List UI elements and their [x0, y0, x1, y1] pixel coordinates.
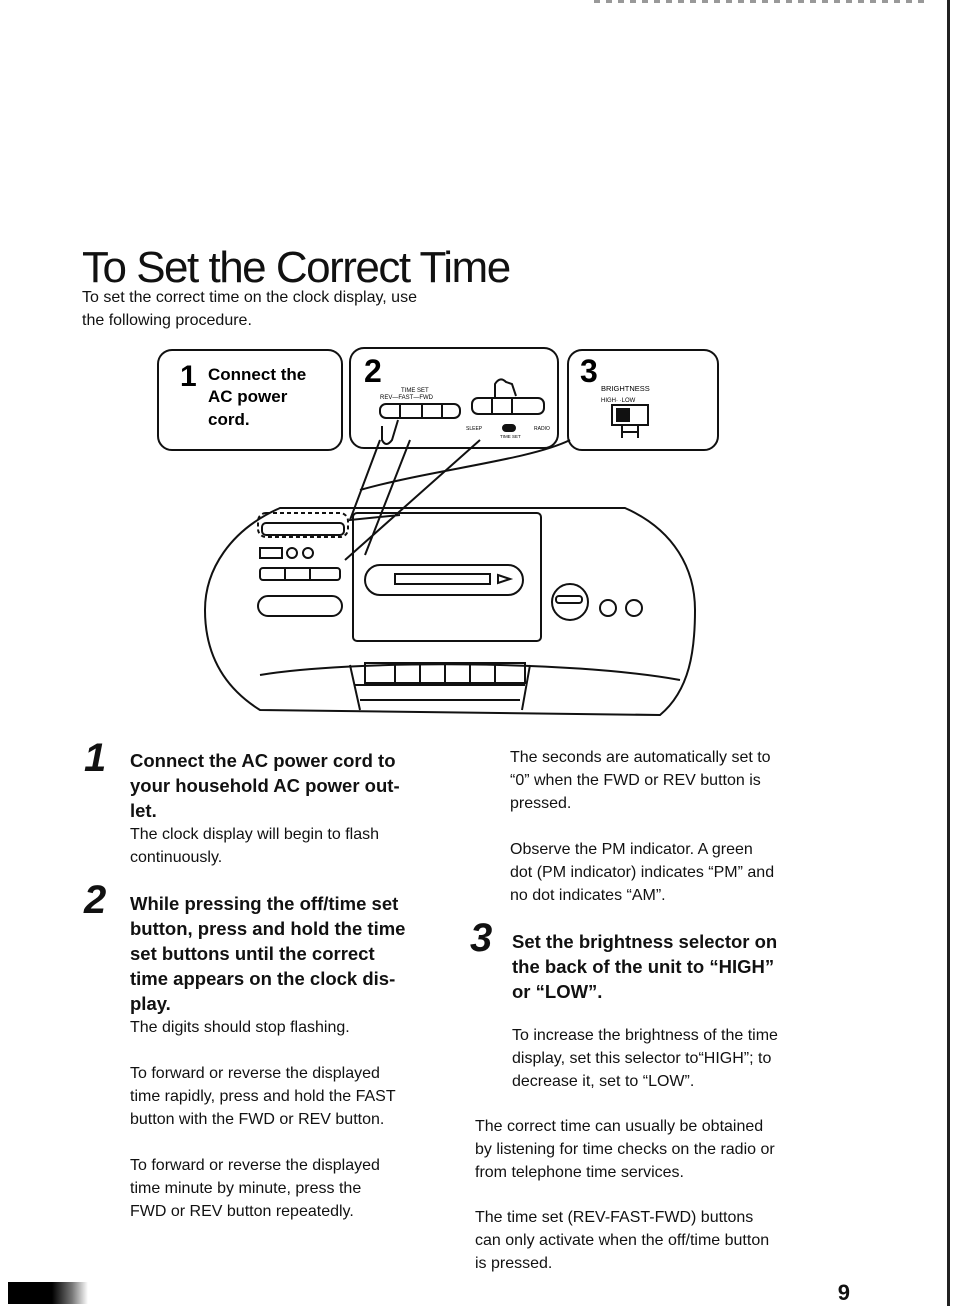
- step-3-heading-line: the back of the unit to “HIGH”: [512, 956, 775, 977]
- callout-3-box: [567, 349, 719, 451]
- seconds-note-line: pressed.: [510, 795, 572, 812]
- step-2-text-line: To forward or reverse the displayed: [130, 1157, 380, 1174]
- step-3-text-line: decrease it, set to “LOW”.: [512, 1073, 695, 1090]
- time-set-small-label: TIME SET: [500, 434, 521, 439]
- step-2-text-line: FWD or REV button repeatedly.: [130, 1203, 354, 1220]
- sleep-label: SLEEP: [466, 426, 483, 432]
- cassette-door: [352, 512, 542, 642]
- callout-leader-lines: [344, 439, 481, 561]
- page-title: To Set the Correct Time: [82, 243, 511, 293]
- scan-edge-marks: [594, 0, 924, 3]
- time-set-label: TIME SET: [401, 388, 429, 394]
- time-check-tip: The correct time can usually be obtained…: [475, 1115, 835, 1184]
- volume-knob: [551, 583, 589, 621]
- callout-1-box: [157, 349, 343, 451]
- step-2-heading-line: button, press and hold the time: [130, 918, 406, 939]
- seconds-note-line: The seconds are automatically set to: [510, 749, 771, 766]
- tip-line: can only activate when the off/time butt…: [475, 1232, 770, 1249]
- brightness-label: BRIGHTNESS: [601, 384, 650, 393]
- step-3: Set the brightness selector on the back …: [512, 929, 832, 1093]
- callout-2-number: 2: [364, 353, 382, 389]
- step-3-text-line: To increase the brightness of the time: [512, 1027, 778, 1044]
- tuner-dial: [257, 595, 343, 617]
- callout-3-number: 3: [580, 353, 598, 389]
- step-2-heading-line: play.: [130, 993, 171, 1014]
- step-2-text-line: time rapidly, press and hold the FAST: [130, 1088, 396, 1105]
- tip-line: by listening for time checks on the radi…: [475, 1141, 775, 1158]
- page-edge-rule: [947, 0, 950, 1306]
- step-1-heading-line: let.: [130, 800, 157, 821]
- pm-note-line: dot (PM indicator) indicates “PM” and: [510, 864, 775, 881]
- intro-text: To set the correct time on the clock dis…: [82, 289, 417, 329]
- radio-label: RADIO: [534, 426, 550, 432]
- boombox-body: [203, 507, 697, 717]
- scan-artifact: [8, 1282, 88, 1304]
- step-1-heading-line: your household AC power out-: [130, 775, 400, 796]
- page-number: 9: [837, 1280, 850, 1305]
- pm-note-line: no dot indicates “AM”.: [510, 887, 666, 904]
- step-3-heading-line: or “LOW”.: [512, 981, 603, 1002]
- step-3-text-line: display, set this selector to“HIGH”; to: [512, 1050, 772, 1067]
- finger-press-side: [381, 419, 399, 445]
- tip-line: The correct time can usually be obtained: [475, 1118, 764, 1135]
- step-1-text-line: continuously.: [130, 849, 223, 866]
- seconds-note: The seconds are automatically set to “0”…: [510, 746, 820, 815]
- callout-1-line-1: Connect the: [208, 365, 306, 384]
- seconds-note-line: “0” when the FWD or REV button is: [510, 772, 761, 789]
- step-2-heading-line: time appears on the clock dis-: [130, 968, 396, 989]
- time-set-buttons-zoom: [471, 397, 545, 415]
- step-1: Connect the AC power cord to your househ…: [130, 748, 450, 869]
- step-2-number: 2: [84, 878, 107, 922]
- step-1-text-line: The clock display will begin to flash: [130, 826, 380, 843]
- step-2-heading-line: set buttons until the correct: [130, 943, 375, 964]
- time-set-buttons-drawing: [379, 403, 461, 419]
- step-2-text-line: button with the FWD or REV button.: [130, 1111, 385, 1128]
- step-3-number: 3: [470, 916, 493, 960]
- step-2-text-line: The digits should stop flashing.: [130, 1019, 350, 1036]
- step-2-heading-line: While pressing the off/time set: [130, 893, 399, 914]
- step-2-text-line: time minute by minute, press the: [130, 1180, 362, 1197]
- callout-2-box: [349, 347, 559, 449]
- tip-line: from telephone time services.: [475, 1164, 684, 1181]
- step-3-heading-line: Set the brightness selector on: [512, 931, 778, 952]
- callout-1-line-3: cord.: [208, 410, 250, 429]
- sleep-radio-slider: [502, 424, 516, 432]
- finger-press-top: [494, 378, 517, 398]
- pm-note-line: Observe the PM indicator. A green: [510, 841, 753, 858]
- tip-line: is pressed.: [475, 1255, 553, 1272]
- high-low-label: HIGH· ·LOW: [601, 398, 636, 404]
- step-1-heading-line: Connect the AC power cord to: [130, 750, 396, 771]
- step-2-text-line: To forward or reverse the displayed: [130, 1065, 380, 1082]
- boombox-handle-well: [349, 664, 531, 711]
- tip-line: The time set (REV-FAST-FWD) buttons: [475, 1209, 754, 1226]
- time-set-button-tip: The time set (REV-FAST-FWD) buttons can …: [475, 1206, 835, 1275]
- pm-note: Observe the PM indicator. A green dot (P…: [510, 838, 820, 907]
- callout-3-leader: [359, 439, 571, 491]
- clock-display-panel: [257, 512, 349, 538]
- callout-1-number: 1: [180, 360, 197, 393]
- rev-fast-fwd-label: REV—FAST—FWD: [380, 395, 434, 401]
- step-1-number: 1: [84, 736, 107, 780]
- boombox-illustration: 1 Connect the AC power cord. 2 TIME SET …: [157, 347, 719, 717]
- callout-1-line-2: AC power: [208, 387, 288, 406]
- step-2: While pressing the off/time set button, …: [130, 891, 450, 1223]
- brightness-selector: [611, 404, 649, 426]
